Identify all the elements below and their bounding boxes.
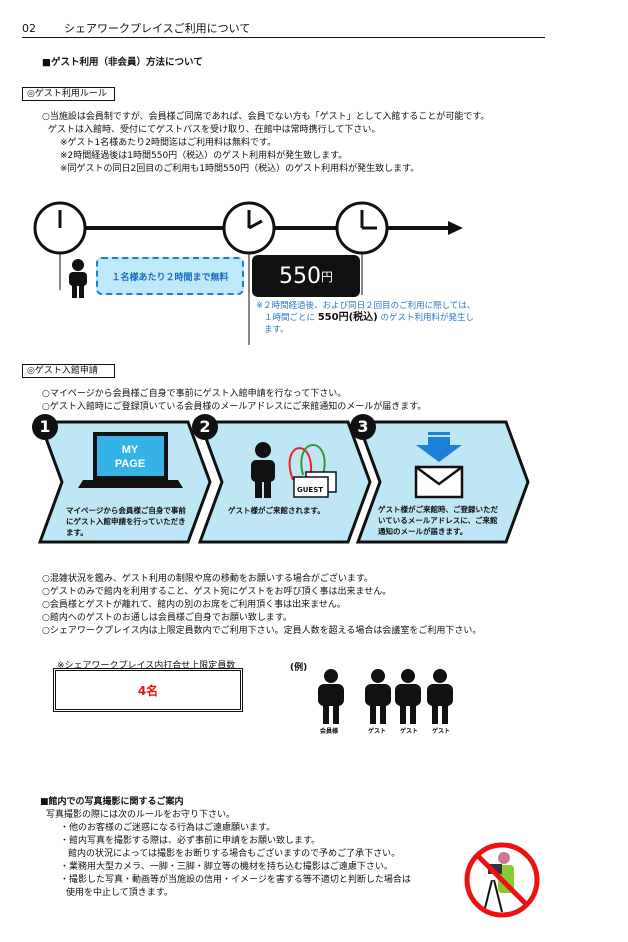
person-label: ゲスト: [400, 728, 419, 735]
person-label: 会員様: [320, 728, 339, 735]
guest-badge-label: GUEST: [297, 486, 324, 494]
fee-note-line: ※２時間経過後、および同日２回目のご利用に際しては、: [256, 301, 476, 311]
application-label: ◎ゲスト入館申請: [22, 364, 115, 378]
section-title: ■ゲスト利用（非会員）方法について: [42, 57, 203, 68]
free-period-box: １名様あたり２時間まで無料: [96, 257, 244, 295]
note-line: ○ゲストのみで館内を利用すること、ゲスト宛にゲストをお呼び頂く事は出来ません。: [42, 587, 392, 597]
page-title: シェアワークプレイスご利用について: [64, 22, 251, 35]
rules-label: ◎ゲスト利用ルール: [22, 87, 115, 101]
step-number: 1: [32, 414, 58, 440]
people-example: [318, 669, 453, 724]
step-1: MY PAGE 1 マイページから会員様ご自身で事前にゲスト入館申請を行っていただ…: [32, 414, 212, 545]
capacity-label: ※シェアワークプレイス内打合せ上限定員数: [57, 661, 236, 671]
note-line: ○シェアワークプレイス内は上限定員数内でご利用下さい。定員人数を超える場合は会議…: [42, 626, 482, 636]
rule-line: ○当施設は会員制ですが、会員様ご同席であれば、会員でない方も「ゲスト」として入館…: [42, 112, 490, 122]
rule-line: ゲストは入館時、受付にてゲストパスを受け取り、在館中は常時携行して下さい。: [48, 125, 381, 135]
application-line: ○ゲスト入館時にご登録頂いている会員様のメールアドレスにご来館通知のメールが届き…: [42, 402, 427, 412]
timeline-diagram: [33, 201, 463, 345]
page-number: 02: [22, 22, 36, 35]
person-icon: [427, 669, 453, 724]
rule-line: ※同ゲストの同日2回目のご利用も1時間550円（税込）のゲスト利用料が発生致しま…: [60, 164, 420, 174]
person-label: ゲスト: [432, 728, 451, 735]
photo-title: ■館内での写真撮影に関するご案内: [40, 797, 184, 807]
photo-rule: ・館内写真を撮影する際は、必ず事前に申請をお願い致します。: [60, 836, 321, 846]
step-3: 3 ゲスト様がご来館時、ご登録いただいているメールアドレスに、ご来館通知のメール…: [350, 414, 530, 545]
photo-rule: ・業務用大型カメラ、一脚・三脚・脚立等の機材を持ち込む撮影はご遠慮下さい。: [60, 862, 393, 872]
photo-rule: 使用を中止して頂きます。: [66, 888, 173, 898]
fee-note-line: ます。: [264, 325, 289, 335]
person-icon: [318, 669, 344, 724]
rule-line: ※ゲスト1名様あたり2時間迄はご利用料は無料です。: [60, 138, 277, 148]
step-text: ゲスト様がご来館されます。: [228, 506, 325, 515]
fee-note-text: のゲスト利用料が発生し: [380, 313, 474, 323]
down-arrow-icon: [416, 432, 462, 462]
step-2: GUEST 2 ゲスト様がご来館されます。: [192, 414, 372, 545]
person-label: ゲスト: [368, 728, 387, 735]
svg-text:MY: MY: [122, 444, 139, 456]
person-icon: [69, 259, 87, 298]
fee-note-text: １時間ごとに: [264, 313, 316, 323]
person-icon: [395, 669, 421, 724]
page-header: 02 シェアワークプレイスご利用について: [22, 20, 545, 38]
clock-icon: [222, 201, 276, 255]
fee-amount: 550円(税込): [317, 312, 378, 323]
no-photography-icon: [464, 842, 540, 918]
rule-line: ※2時間経過後は1時間550円（税込）のゲスト利用料が発生致します。: [60, 151, 348, 161]
photo-intro: 写真撮影の際には次のルールをお守り下さい。: [46, 810, 236, 820]
fee-note: ※２時間経過後、および同日２回目のご利用に際しては、 １時間ごとに 550円(税…: [256, 300, 475, 336]
photo-rule: ・他のお客様のご迷惑になる行為はご遠慮願います。: [60, 823, 276, 833]
capacity-value: 4名: [53, 668, 243, 712]
mail-icon: [414, 465, 464, 499]
step-number: 2: [192, 414, 218, 440]
price-value: 550: [278, 263, 321, 289]
example-label: (例): [290, 663, 308, 673]
price-unit: 円: [320, 269, 333, 284]
clock-icon: [33, 201, 87, 255]
guest-badge-icon: [293, 476, 329, 498]
svg-text:PAGE: PAGE: [115, 458, 145, 470]
person-icon: [251, 442, 275, 498]
application-line: ○マイページから会員様ご自身で事前にゲスト入館申請を行なって下さい。: [42, 389, 347, 399]
laptop-icon: [78, 432, 183, 488]
step-text: ゲスト様がご来館時、ご登録いただいているメールアドレスに、ご来館通知のメールが届…: [378, 505, 498, 536]
photo-rule: 館内の状況によっては撮影をお断りする場合もございますので予めご了承下さい。: [68, 849, 401, 859]
note-line: ○混雑状況を鑑み、ゲスト利用の制限や席の移動をお願いする場合がございます。: [42, 574, 373, 584]
arrow-icon: [448, 221, 463, 235]
note-line: ○館内へのゲストのお通しは会員様ご自身でお願い致します。: [42, 613, 292, 623]
step-text: マイページから会員様ご自身で事前にゲスト入館申請を行っていただきます。: [66, 506, 186, 537]
person-icon: [365, 669, 391, 724]
note-line: ○会員様とゲストが離れて、館内の別のお席をご利用頂く事は出来ません。: [42, 600, 346, 610]
step-number: 3: [350, 414, 376, 440]
clock-icon: [335, 201, 389, 255]
photo-rule: ・撮影した写真・動画等が当施設の信用・イメージを害する等不適切と判断した場合は: [60, 875, 411, 885]
